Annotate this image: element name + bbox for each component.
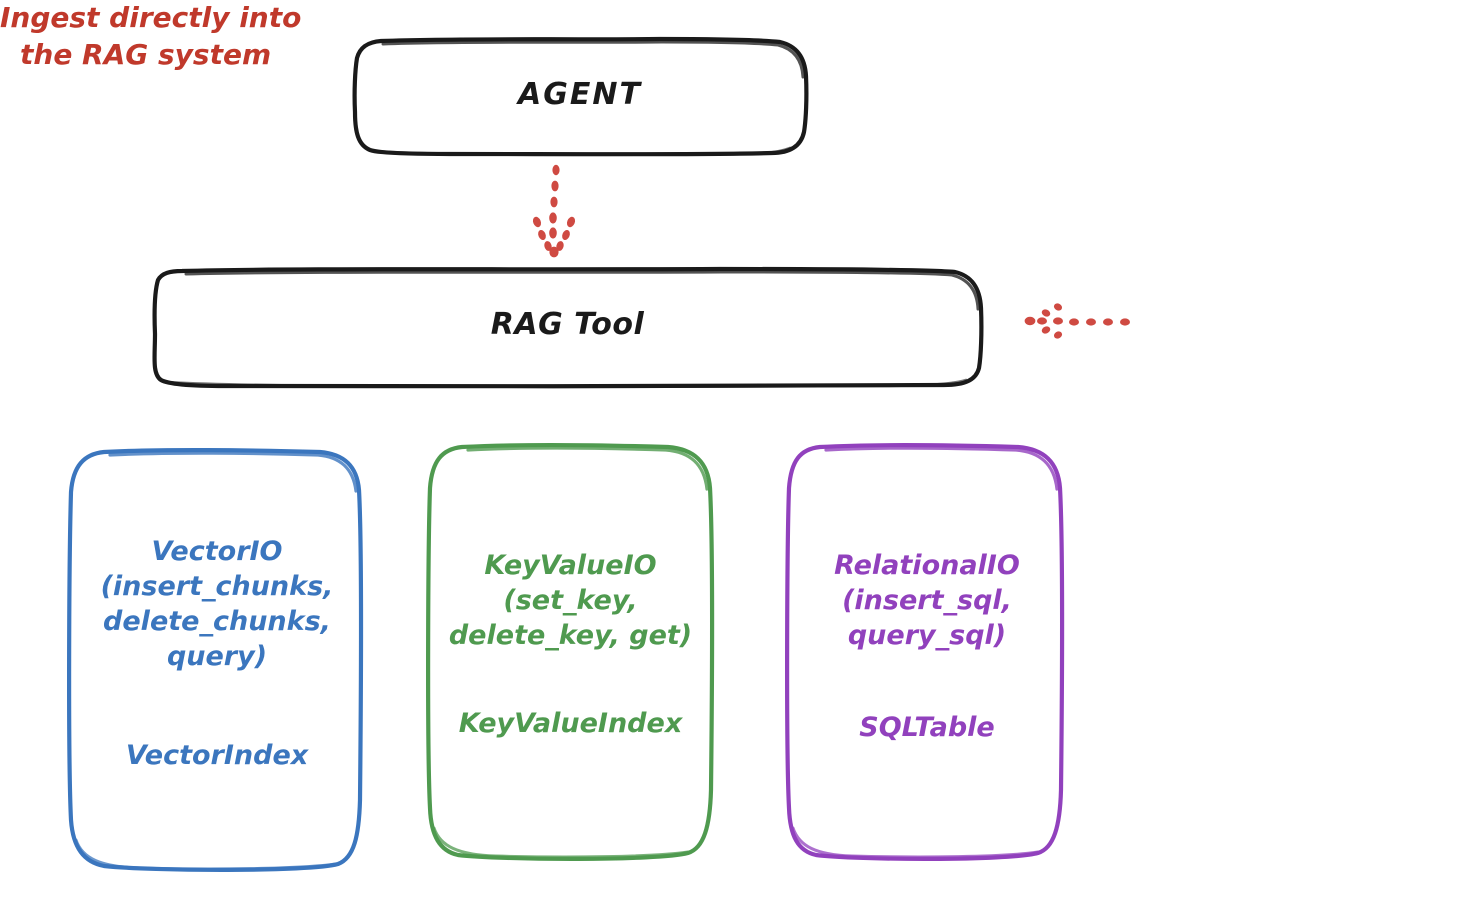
ingest-annotation-line1: Ingest directly into — [0, 1, 302, 34]
agent-to-rag-arrow — [532, 164, 576, 258]
ingest-to-rag-arrow — [1024, 303, 1130, 339]
agent-box[interactable] — [352, 36, 809, 157]
ingest-annotation: Ingest directly into the RAG system — [0, 0, 330, 74]
ingest-annotation-line2: the RAG system — [20, 37, 272, 71]
rag-tool-box[interactable] — [152, 266, 984, 389]
keyvalue-store-box[interactable] — [426, 443, 715, 861]
vector-store-box[interactable] — [67, 448, 364, 872]
relational-store-box[interactable] — [785, 443, 1065, 861]
